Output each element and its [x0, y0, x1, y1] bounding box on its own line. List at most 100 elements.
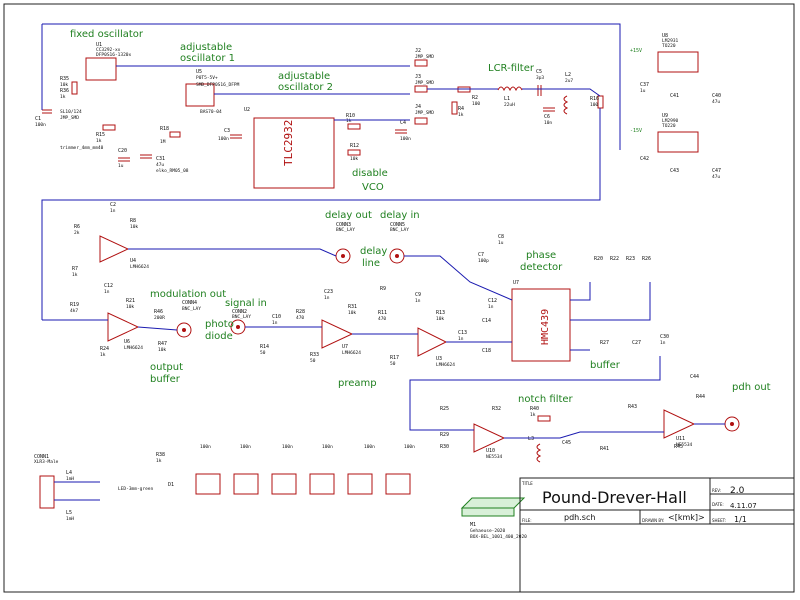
c1-value: 100n — [35, 122, 46, 128]
c2-ref: C2 — [110, 202, 116, 208]
u1-oscillator — [85, 57, 117, 81]
sheet-border — [3, 3, 795, 593]
conn4-pin — [182, 328, 186, 332]
u2-ref: U2 — [244, 107, 250, 113]
r46-ref: R46 — [154, 309, 163, 315]
r28-ref: R28 — [296, 309, 305, 315]
m1-package: BOX-BEL_1001_400_2020 — [470, 534, 527, 540]
r46-value: 200R — [154, 315, 165, 321]
c44-ref: C44 — [690, 374, 699, 380]
lcr-filter-block: LCR-filter R2 100 R4 1k L1 22uH C5 3p3 C… — [451, 63, 604, 126]
r14-value: 50 — [260, 350, 266, 356]
r47-ref: R47 — [158, 341, 167, 347]
c18-ref: C18 — [482, 348, 491, 354]
conn5-ref: CONN5 — [390, 222, 405, 228]
phase-detector-block: phase detector U7 HMC439 C7 100p C8 1u C… — [458, 234, 669, 371]
adjustable-oscillator-1-block: adjustable oscillator 1 U5 P0T5-5V+ SMD_… — [180, 42, 240, 115]
m1-housing-front — [461, 507, 515, 517]
u6-opamp — [107, 312, 140, 342]
u2-value: TLC2932 — [282, 120, 295, 166]
u9-ref: U9 — [662, 113, 668, 119]
u3-value: LMH6624 — [436, 362, 455, 368]
c40-value: 47u — [712, 99, 720, 105]
r2-ref: R2 — [472, 95, 478, 101]
r33-ref: R33 — [310, 352, 319, 358]
u5-oscillator — [185, 83, 215, 107]
preamp-block: signal in CONN2 BNC_LAY photo diode C10 … — [205, 289, 377, 389]
c9-value: 1n — [415, 298, 421, 304]
pwr-minus15-label: -15V — [630, 128, 642, 134]
u5-ref: U5 — [196, 69, 202, 75]
c13-ref: C13 — [458, 330, 467, 336]
label-photo: photo — [205, 319, 234, 330]
label-signal-in: signal in — [225, 298, 267, 309]
pdh-out-pin — [730, 422, 734, 426]
label-disable: disable — [352, 168, 388, 179]
r24-value: 1k — [100, 352, 106, 358]
c45-ref: C45 — [562, 440, 571, 446]
label-delay-in: delay in — [380, 210, 420, 221]
label-notch-filter: notch filter — [518, 394, 574, 405]
label-fixed-oscillator: fixed oscillator — [70, 29, 144, 40]
u6-value: LMH6624 — [124, 345, 143, 351]
c27-ref: C27 — [632, 340, 641, 346]
j4-ref: J4 — [415, 104, 421, 110]
file-label: FILE: — [522, 518, 532, 523]
u8-regulator — [657, 51, 699, 73]
r29-ref: R29 — [440, 432, 449, 438]
j4-jumper — [414, 117, 428, 125]
r44-ref: R44 — [696, 394, 705, 400]
u9-value: LM2990 — [662, 118, 679, 124]
c37-value: 1u — [640, 88, 646, 94]
r25-ref: R25 — [440, 406, 449, 412]
c5-ref: C5 — [536, 69, 542, 75]
decap-4-value: 100n — [322, 444, 333, 450]
conn3-bnc-delay-out — [335, 248, 351, 264]
u11-ref: U11 — [676, 436, 685, 442]
r40-value: 1k — [530, 412, 536, 418]
vco-block: adjustable oscillator 2 U2 TLC2932 C3 10… — [218, 48, 434, 193]
u9-regulator — [657, 131, 699, 153]
r15-value: 1k — [96, 138, 102, 144]
drawn-value: <[kmk]> — [668, 513, 705, 522]
date-label: DATE: — [712, 502, 724, 507]
c6-value: 10n — [544, 120, 552, 126]
fixed-oscillator-block: fixed oscillator U1 CC3292-xx DFP0S16-13… — [35, 29, 189, 174]
power-input-block: CONN1 XLR3-Male L4 1mH L5 1mH D1 LED-3mm… — [34, 444, 527, 540]
r6-ref: R6 — [74, 224, 80, 230]
u8-ref: U8 — [662, 33, 668, 39]
r40-ref: R40 — [530, 406, 539, 412]
conn1-ref: CONN1 — [34, 454, 49, 460]
delay-line-block: delay out delay in CONN3 BNC_LAY CONN5 B… — [325, 210, 420, 269]
label-delay: delay — [360, 246, 387, 257]
r18-value: 1M — [160, 139, 166, 145]
c40-ref: C40 — [712, 93, 721, 99]
c5-value: 3p3 — [536, 75, 544, 81]
u1-package: DFP0S16-1320x — [96, 52, 132, 58]
c41-ref: C41 — [670, 93, 679, 99]
output-buffer-block: U4 LMH6624 C2 1n R6 2k R8 10k R7 1k modu… — [70, 202, 226, 385]
r21-value: 10k — [126, 304, 134, 310]
u3-opamp — [417, 327, 448, 357]
r18-ref: R18 — [160, 126, 169, 132]
r28-value: 470 — [296, 315, 304, 321]
label-adj-osc2b: oscillator 2 — [278, 82, 333, 93]
c10-ref: C10 — [272, 314, 281, 320]
c1-ref: C1 — [35, 116, 41, 122]
decap-3-value: 100n — [282, 444, 293, 450]
l3-inductor — [536, 443, 542, 463]
title-label: TITLE — [521, 481, 533, 486]
l4-ref: L4 — [66, 470, 72, 476]
r10-ref: R10 — [346, 113, 355, 119]
r36-ref: R36 — [60, 88, 69, 94]
r10-resistor — [347, 123, 361, 130]
c23-ref: C23 — [324, 289, 333, 295]
r32-ref: R32 — [492, 406, 501, 412]
c4-value: 100n — [400, 136, 411, 142]
conn4-value: BNC_LAY — [182, 306, 201, 312]
r30-ref: R30 — [440, 444, 449, 450]
r36-value: 1k — [60, 94, 66, 100]
l1-value: 22uH — [504, 102, 515, 108]
c31-value: 47u — [156, 162, 164, 168]
